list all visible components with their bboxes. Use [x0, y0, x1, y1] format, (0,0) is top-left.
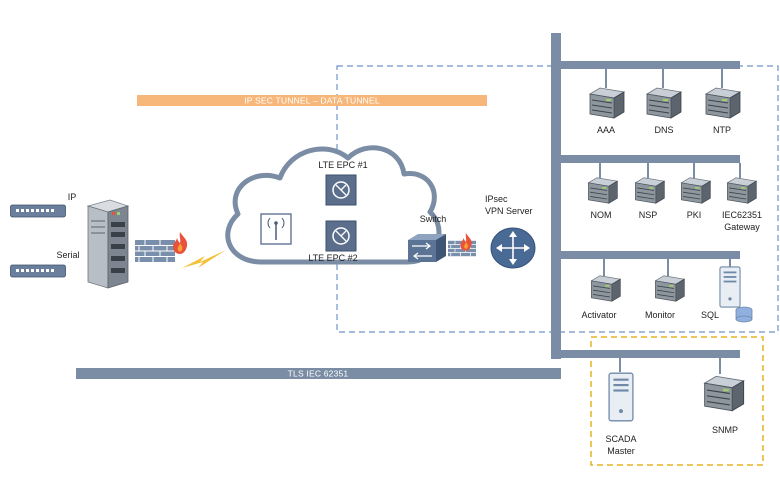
epc2-label: LTE EPC #2: [308, 253, 357, 263]
tls-label: TLS IEC 62351: [288, 369, 349, 379]
ntp-label: NTP: [713, 125, 731, 135]
backbone-bar: [551, 33, 561, 359]
nsp-server-icon[interactable]: [634, 177, 665, 204]
snmp-server-icon[interactable]: [704, 375, 745, 412]
scada-master-icon[interactable]: [608, 372, 634, 422]
vpn-line2-label: VPN Server: [485, 206, 533, 216]
rail-row-1: [561, 61, 740, 69]
gateway-label: Gateway: [724, 222, 760, 232]
ipsec-tunnel-label: IP SEC TUNNEL – DATA TUNNEL: [244, 96, 380, 106]
flame-left-icon: [173, 232, 188, 254]
monitor-server-icon[interactable]: [654, 275, 685, 302]
vpn-router-icon[interactable]: [490, 227, 536, 269]
sql-label: SQL: [701, 310, 719, 320]
database-icon: [735, 306, 753, 323]
tls-bar: [76, 368, 561, 379]
master-label: Master: [607, 446, 635, 456]
sql-server-icon[interactable]: [719, 266, 741, 308]
pki-server-icon[interactable]: [680, 177, 711, 204]
snmp-label: SNMP: [712, 425, 738, 435]
nsp-label: NSP: [639, 210, 658, 220]
nom-label: NOM: [591, 210, 612, 220]
activator-label: Activator: [581, 310, 616, 320]
serial-device-icon[interactable]: [10, 264, 66, 278]
aaa-label: AAA: [597, 125, 615, 135]
industrial-gateway-icon[interactable]: [86, 199, 130, 289]
epc1-label: LTE EPC #1: [318, 160, 367, 170]
ip-device-icon[interactable]: [10, 204, 66, 218]
flame-right-icon: [460, 233, 472, 251]
ip-label: IP: [68, 192, 77, 202]
monitor-label: Monitor: [645, 310, 675, 320]
wireless-link-icon: [182, 250, 226, 268]
scada-zone-boundary: [590, 336, 764, 466]
dns-server-icon[interactable]: [646, 87, 682, 119]
epc1-icon[interactable]: [325, 174, 357, 206]
iec62351-gateway-icon[interactable]: [726, 177, 757, 204]
iec62351-label: IEC62351: [722, 210, 762, 220]
rail-row-3: [561, 251, 740, 259]
dns-label: DNS: [654, 125, 673, 135]
aaa-server-icon[interactable]: [589, 87, 625, 119]
activator-server-icon[interactable]: [590, 275, 621, 302]
switch-label: Switch: [420, 214, 447, 224]
epc2-icon[interactable]: [325, 220, 357, 252]
antenna-icon: [260, 213, 292, 245]
rail-row-4: [561, 350, 740, 358]
serial-label: Serial: [56, 250, 79, 260]
nom-server-icon[interactable]: [587, 177, 618, 204]
ipsec-tunnel-bar: [137, 95, 487, 106]
firewall-left-icon: [134, 240, 176, 262]
vpn-line1-label: IPsec: [485, 194, 508, 204]
pki-label: PKI: [687, 210, 702, 220]
rail-row-2: [561, 155, 740, 163]
ntp-server-icon[interactable]: [705, 87, 741, 119]
scada-label: SCADA: [605, 434, 636, 444]
switch-icon[interactable]: [408, 234, 446, 262]
